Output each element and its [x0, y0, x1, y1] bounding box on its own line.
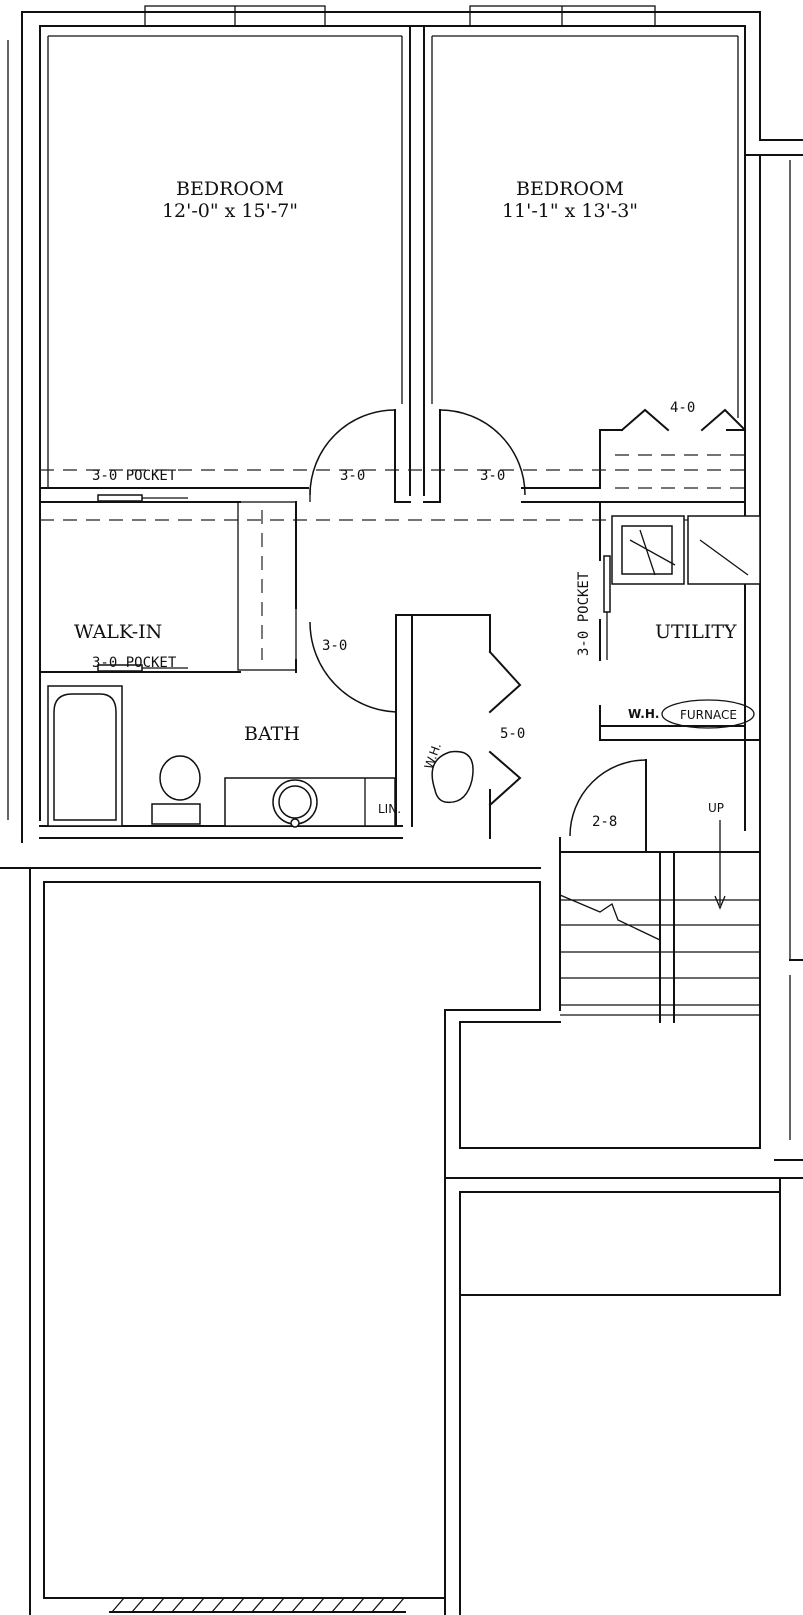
- walk-in-closet: [39, 494, 297, 673]
- bedroom2-name: BEDROOM: [516, 178, 624, 200]
- door-label-bath: 3-0: [322, 638, 347, 654]
- water-heater-label: W.H.: [628, 707, 659, 721]
- walk-in-name: WALK-IN: [74, 621, 162, 643]
- exterior-walls: [7, 5, 803, 1140]
- stair-up-label: UP: [708, 801, 724, 815]
- stair-door-label: 2-8: [592, 814, 617, 830]
- stairs: [559, 759, 761, 1023]
- utility-room: [599, 501, 761, 741]
- pocket-label-walkin: 3-0 POCKET: [92, 655, 177, 671]
- bifold-closet: [620, 408, 747, 432]
- bedroom1-name: BEDROOM: [176, 178, 284, 200]
- bedroom-doors: [309, 409, 526, 502]
- pocket-label-bedroom: 3-0 POCKET: [92, 468, 177, 484]
- furnace-label: FURNACE: [680, 708, 737, 722]
- bedroom2-size: 11'-1" x 13'-3": [502, 200, 638, 222]
- bath-room: [39, 501, 413, 839]
- utility-name: UTILITY: [655, 621, 737, 643]
- garage-door-hatch: [111, 1597, 405, 1613]
- linen-label: LIN.: [378, 802, 401, 816]
- hall-closet-label: 5-0: [500, 726, 525, 742]
- door-label-bed2: 3-0: [480, 468, 505, 484]
- hall-closet: [411, 614, 522, 839]
- bath-name: BATH: [244, 723, 300, 745]
- pocket-label-utility: 3-0 POCKET: [576, 571, 592, 656]
- door-label-bed1: 3-0: [340, 468, 365, 484]
- lower-area: [0, 867, 803, 1615]
- bedroom1-size: 12'-0" x 15'-7": [162, 200, 298, 222]
- closet-label-bifold: 4-0: [670, 400, 695, 416]
